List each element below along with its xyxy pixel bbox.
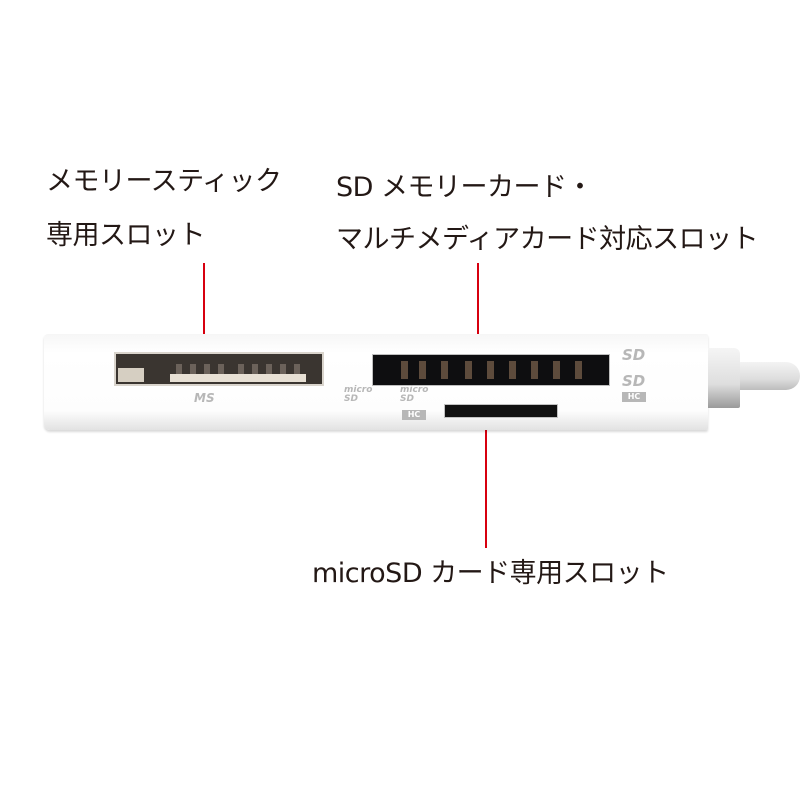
microsd-slot: [444, 404, 558, 418]
sd-card-label-line1: SD メモリーカード・: [336, 172, 594, 203]
microsd-leader-line: [485, 408, 487, 548]
sd-card-leader-line: [477, 263, 479, 371]
usb-cable: [740, 362, 800, 390]
card-reader-body: MS micro SD micro SD HC SD SD HC: [44, 334, 708, 430]
microsdhc-hc-badge: HC: [402, 410, 426, 420]
sd-card-label-line2: マルチメディアカード対応スロット: [336, 224, 759, 255]
memory-stick-slot: [114, 352, 324, 386]
memory-stick-leader-line: [203, 263, 205, 373]
microsd-logo-icon: micro SD: [344, 385, 373, 404]
sdhc-logo-icon: SD: [622, 372, 646, 390]
sd-card-slot: [372, 354, 610, 386]
memory-stick-label-line2: 専用スロット: [46, 220, 206, 251]
microsd-label: microSD カード専用スロット: [312, 558, 669, 589]
memory-stick-logo-icon: MS: [194, 391, 215, 405]
usb-cable-plug: [708, 348, 740, 408]
microsdhc-logo-icon: micro SD: [400, 385, 429, 404]
sdhc-hc-badge: HC: [622, 392, 646, 402]
memory-stick-label-line1: メモリースティック: [46, 166, 282, 197]
sd-logo-icon: SD: [622, 346, 646, 364]
